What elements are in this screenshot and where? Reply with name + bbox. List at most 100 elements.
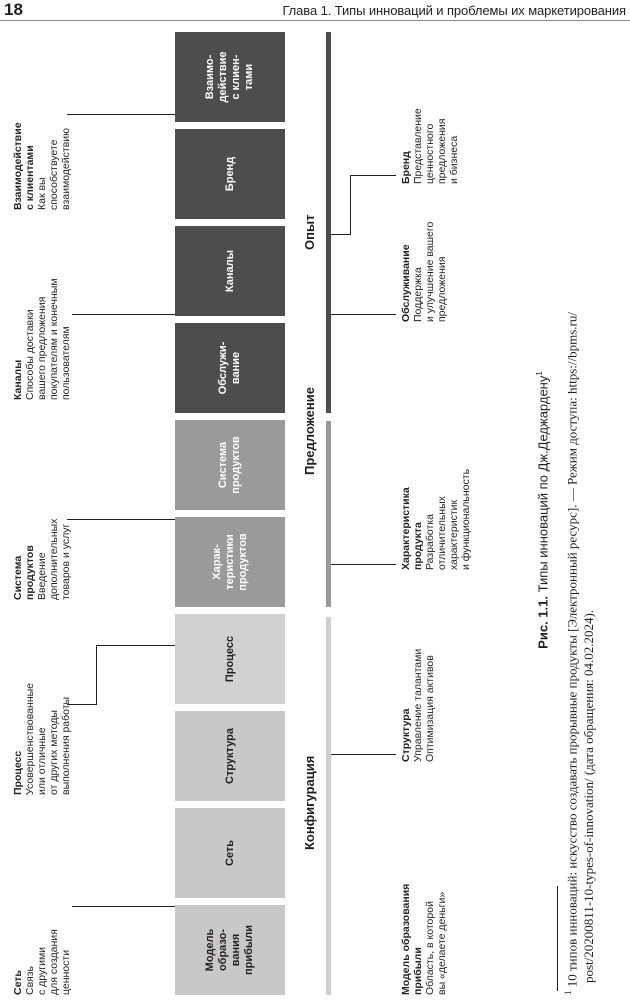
category-top-channels: Каналы Способы доставки вашего предложен… <box>12 240 72 400</box>
box-label: Сеть <box>223 839 236 867</box>
category-title: Взаимодействие <box>12 122 24 210</box>
category-desc-line: для создания <box>48 929 60 995</box>
category-title: Сеть <box>12 970 24 995</box>
category-bottom-brand: Бренд Представление ценностного предложе… <box>400 44 460 184</box>
group-bar-configuration <box>326 617 331 995</box>
category-title: Характеристика <box>400 487 412 570</box>
category-desc-line: Введение <box>36 552 48 600</box>
leader-line <box>331 234 351 235</box>
category-desc-line: Представление <box>412 108 424 184</box>
category-desc-line: взаимодействию <box>60 127 72 210</box>
box-label: продуктов <box>230 436 242 494</box>
caption-prefix: Рис. 1.1. <box>535 596 551 649</box>
footnote-marker: 1 <box>563 990 573 996</box>
box-label: Каналы <box>223 249 236 293</box>
category-title: Структура <box>400 708 412 762</box>
caption-footnote-marker: 1 <box>535 371 544 376</box>
leader-line <box>72 906 175 907</box>
box-label: вания <box>230 933 242 967</box>
footnote: 1 10 типов инноваций: искусство создават… <box>560 25 597 995</box>
category-desc-line: товаров и услуг <box>60 523 72 600</box>
leader-line <box>67 704 97 705</box>
box-label: теристики <box>223 534 236 590</box>
box-process: Процесс <box>175 614 285 704</box>
figure-caption: Рис. 1.1. Типы инноваций по Дж.Деджарден… <box>532 25 551 995</box>
category-desc-line: дополнительных <box>48 518 60 600</box>
box-label: с клиен- <box>230 54 242 100</box>
category-top-customer-engagement: Взаимодействие с клиентами Как вы способ… <box>12 40 72 210</box>
category-desc-line: Поддержка <box>412 267 424 322</box>
category-desc-line: и функциональность <box>460 468 472 570</box>
box-channels: Каналы <box>175 226 285 316</box>
leader-line <box>331 754 396 755</box>
box-network: Сеть <box>175 808 285 898</box>
category-top-process: Процесс Усовершенствованные или отличные… <box>12 635 72 795</box>
box-product-performance: Харак- теристики продуктов <box>175 517 285 607</box>
category-desc-line: от других методы <box>48 710 60 795</box>
box-label: вание <box>230 351 242 385</box>
group-bar-experience <box>326 32 331 413</box>
category-top-product-system: Система продуктов Введение дополнительны… <box>12 460 72 600</box>
box-brand: Бренд <box>175 129 285 219</box>
category-desc-line: предложения <box>436 118 448 184</box>
box-label: действие <box>217 51 229 103</box>
leader-line <box>96 645 97 705</box>
category-title: продукта <box>412 522 424 570</box>
category-title: Система <box>12 555 24 600</box>
group-label-configuration: Конфигурация <box>302 755 317 850</box>
box-label: Модель <box>204 928 216 972</box>
category-bottom-service: Обслуживание Поддержка и улучшение вашег… <box>400 182 448 322</box>
category-desc-line: отличительных <box>436 496 448 570</box>
box-service: Обслужи- вание <box>175 323 285 413</box>
box-label: образо- <box>217 928 229 972</box>
footnote-line-2: post/20200811-10-types-of-innovation/ (д… <box>581 609 597 983</box>
category-desc-line: Как вы <box>36 177 48 210</box>
figure-rotated: Сеть Связь с другими для создания ценнос… <box>12 25 622 995</box>
box-label: Взаимо- <box>204 54 216 100</box>
footnote-text: 10 типов инноваций: искусство создавать … <box>564 312 580 988</box>
category-desc-line: Разработка <box>424 514 436 570</box>
leader-line <box>350 175 351 235</box>
category-desc-line: и бизнеса <box>448 135 460 184</box>
leader-line <box>350 175 396 176</box>
leader-line <box>67 519 175 520</box>
category-desc-line: характеристик <box>448 499 460 570</box>
category-bottom-structure: Структура Управление талантами Оптимизац… <box>400 592 436 762</box>
category-title: Каналы <box>12 359 24 400</box>
category-title: Процесс <box>12 750 24 795</box>
category-top-network: Сеть Связь с другими для создания ценнос… <box>12 855 72 995</box>
leader-line <box>331 564 396 565</box>
category-bottom-product-performance: Характеристика продукта Разработка отлич… <box>400 400 472 570</box>
category-desc-line: ценности <box>60 949 72 995</box>
innovation-type-row: Модель образо- вания прибыли Сеть Структ… <box>175 25 285 995</box>
box-label: Харак- <box>210 544 223 580</box>
chapter-title: Глава 1. Типы инноваций и проблемы их ма… <box>282 3 626 18</box>
box-label: Обслужи- <box>217 341 229 395</box>
box-label: Система <box>217 441 229 489</box>
category-desc-line: Усовершенствованные <box>24 682 36 795</box>
footnote-rule <box>557 886 558 991</box>
box-label: прибыли <box>243 924 255 976</box>
box-profit-model: Модель образо- вания прибыли <box>175 905 285 995</box>
category-title: прибыли <box>412 947 424 995</box>
box-label: Структура <box>223 728 236 784</box>
box-structure: Структура <box>175 711 285 801</box>
page-number: 18 <box>4 0 23 19</box>
category-desc-line: Область, в которой <box>424 901 436 995</box>
leader-line <box>72 314 175 315</box>
category-desc-line: пользователям <box>60 326 72 400</box>
leader-line <box>331 314 396 315</box>
leader-line <box>96 645 175 646</box>
category-bottom-profit-model: Модель образования прибыли Область, в ко… <box>400 825 448 995</box>
category-desc-line: Управление талантами <box>412 648 424 762</box>
category-title: Модель образования <box>400 883 412 995</box>
group-label-experience: Опыт <box>302 214 317 250</box>
box-customer-engagement: Взаимо- действие с клиен- тами <box>175 32 285 122</box>
category-title: Обслуживание <box>400 244 412 322</box>
group-bar-offering <box>326 421 331 607</box>
category-desc-line: Связь <box>24 965 36 995</box>
category-title: с клиентами <box>24 145 36 210</box>
category-title: продуктов <box>24 545 36 600</box>
box-product-system: Система продуктов <box>175 420 285 510</box>
leader-line <box>67 114 175 115</box>
